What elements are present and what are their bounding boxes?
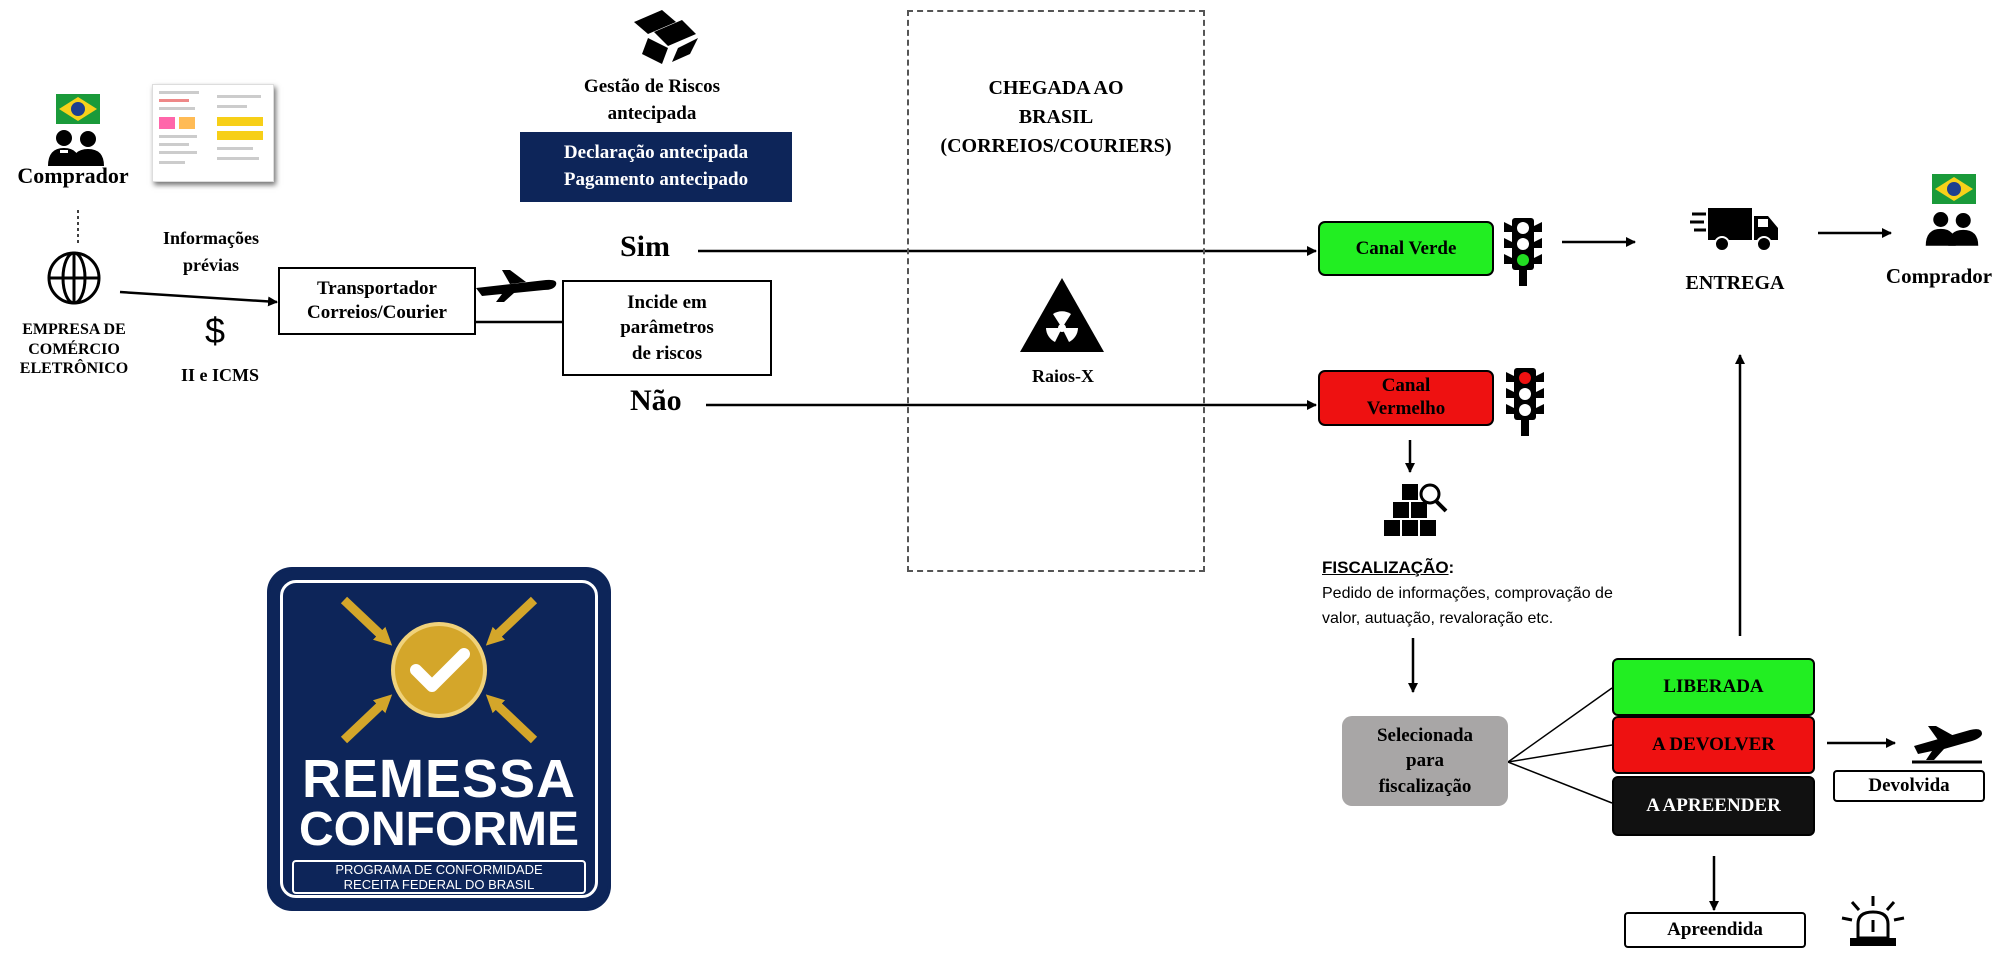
- siren-icon: [1840, 894, 1906, 948]
- xray-label: Raios-X: [1032, 366, 1094, 386]
- risk-mgmt-title-line1: Gestão de Riscos: [583, 76, 721, 97]
- risk-params-line1: Incide em: [627, 291, 707, 313]
- inspection-desc-line1: Pedido de informações, comprovação de: [1322, 585, 1613, 602]
- seized-box: Apreendida: [1624, 912, 1806, 948]
- buyer-left-flag-icon: [56, 94, 100, 124]
- selected-line3: fiscalização: [1378, 775, 1472, 797]
- fan-to-released: [1507, 687, 1613, 763]
- to-seize-box: A APREENDER: [1612, 776, 1815, 836]
- advance-declaration-line2: Pagamento antecipado: [563, 169, 749, 190]
- selected-line2: para: [1406, 750, 1444, 772]
- delivery-truck-icon: [1690, 204, 1780, 254]
- buyer-left-people-icon: [44, 126, 108, 166]
- inspection-desc-line2: valor, autuação, revaloração etc.: [1322, 609, 1554, 627]
- advance-declaration-box: Declaração antecipada Pagamento antecipa…: [520, 132, 792, 202]
- checkmark-badge-icon: [340, 596, 538, 744]
- carrier-box: Transportador Correios/Courier: [278, 267, 476, 335]
- arrival-line1: CHEGADA AO: [988, 77, 1124, 99]
- no-label: Não: [630, 384, 682, 417]
- buyer-left-label: Comprador: [17, 163, 129, 188]
- logo-subtitle-box: [292, 860, 586, 894]
- carrier-line2: Correios/Courier: [307, 302, 447, 323]
- carrier-line1: Transportador: [317, 278, 437, 300]
- risk-params-line3: de riscos: [631, 342, 703, 364]
- returned-box: Devolvida: [1833, 770, 1985, 802]
- globe-icon: [46, 250, 102, 306]
- fan-to-return: [1507, 744, 1613, 763]
- red-channel-line2: Vermelho: [1366, 398, 1446, 419]
- departure-plane-icon: [1908, 716, 1984, 764]
- red-channel-box: Canal Vermelho: [1318, 370, 1494, 426]
- traffic-light-red-icon: [1502, 364, 1548, 436]
- logo-line1: REMESSA: [301, 749, 577, 809]
- dollar-icon: $: [204, 310, 226, 351]
- risk-mgmt-title-line2: antecipada: [607, 102, 697, 124]
- revenue-service-logo-icon: [624, 8, 704, 66]
- red-channel-line1: Canal: [1381, 375, 1431, 397]
- arrival-label: CHEGADA AO BRASIL (CORREIOS/COURIERS): [912, 74, 1200, 161]
- prior-info-label: Informações prévias: [163, 228, 259, 275]
- logo-sub2: RECEITA FEDERAL DO BRASIL: [343, 877, 535, 892]
- logo-line2: CONFORME: [299, 803, 579, 856]
- arrival-line2: BRASIL: [1018, 106, 1094, 128]
- remessa-conforme-logo: REMESSA CONFORME PROGRAMA DE CONFORMIDAD…: [270, 570, 608, 908]
- ecommerce-label: EMPRESA DE COMÉRCIO ELETRÔNICO: [19, 321, 129, 378]
- fan-to-seize: [1507, 761, 1613, 804]
- traffic-light-green-icon: [1500, 214, 1546, 286]
- arrival-dashed-region: [907, 10, 1205, 572]
- selected-for-inspection-box: Selecionada para fiscalização: [1342, 716, 1508, 806]
- logo-sub1: PROGRAMA DE CONFORMIDADE: [335, 862, 543, 877]
- arrival-line3: (CORREIOS/COURIERS): [940, 135, 1172, 157]
- radiation-icon: [1018, 276, 1106, 354]
- selected-line1: Selecionada: [1376, 724, 1474, 746]
- ecommerce-to-carrier-arrow: [119, 290, 278, 307]
- buyer-right-flag-icon: [1932, 174, 1976, 204]
- delivery-label: ENTREGA: [1685, 272, 1785, 294]
- to-return-box: A DEVOLVER: [1612, 716, 1815, 774]
- green-channel-box: Canal Verde: [1318, 221, 1494, 276]
- buyer-right-people-icon: [1922, 208, 1982, 246]
- inspection-description: Pedido de informações, comprovação de va…: [1322, 582, 1682, 632]
- boxes-magnifier-icon: [1380, 480, 1450, 538]
- risk-params-line2: parâmetros: [620, 317, 714, 339]
- buyer-right-label: Comprador: [1885, 264, 1993, 288]
- advance-declaration-line1: Declaração antecipada: [563, 142, 749, 164]
- inspection-title-text: FISCALIZAÇÃO: [1322, 558, 1449, 577]
- yes-label: Sim: [620, 230, 671, 263]
- inspection-title: FISCALIZAÇÃO:: [1322, 558, 1455, 577]
- released-box: LIBERADA: [1612, 658, 1815, 716]
- airplane-icon: [474, 266, 558, 302]
- taxes-label: II e ICMS: [180, 365, 259, 385]
- risk-mgmt-title: Gestão de Riscos antecipada: [540, 74, 764, 127]
- purchase-page-thumbnail: [152, 84, 274, 182]
- risk-params-box: Incide em parâmetros de riscos: [562, 280, 772, 376]
